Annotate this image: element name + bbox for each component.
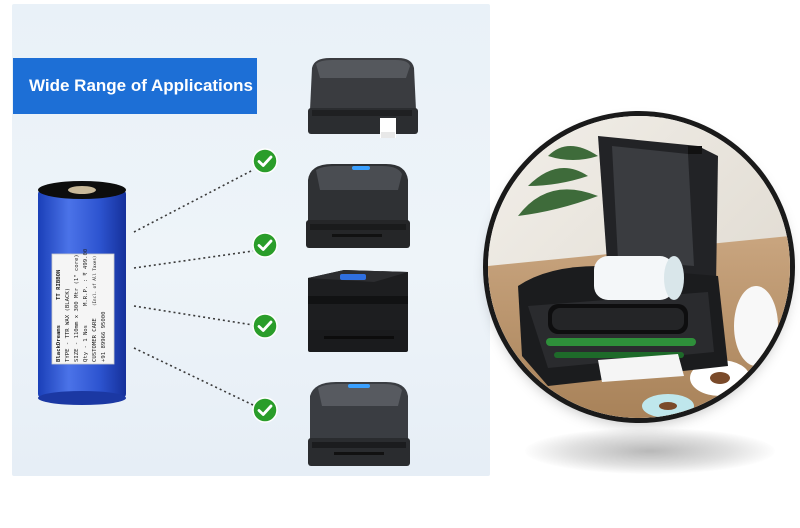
check-circle-icon — [252, 232, 278, 258]
ribbon-size: SIZE - 110mm x 300 Mtr (1" core) — [74, 254, 80, 362]
ribbon-type: TYPE - TTR WAX (BLACK) — [65, 288, 71, 362]
banner-title: Wide Range of Applications — [29, 76, 254, 95]
check-circle-icon — [252, 148, 278, 174]
ribbon-tax: (Incl. of All Taxes) — [92, 256, 97, 306]
check-circle-icon — [252, 313, 278, 339]
applications-banner: Wide Range of Applications — [13, 58, 257, 114]
label-printer-4 — [308, 382, 410, 466]
label-printer-1 — [308, 58, 418, 138]
ribbon-qty: Qty - 1 Nos — [83, 325, 89, 362]
ribbon-care: CUSTOMER CARE — [92, 318, 98, 362]
open-printer-illustration — [488, 116, 790, 418]
ribbon-roll: BlackDreams TT RIBBON TYPE - TTR WAX (BL… — [38, 181, 126, 405]
ribbon-mrp: M.R.P. : ₹ 499.00 — [82, 249, 89, 306]
label-printer-2 — [306, 164, 410, 248]
check-circle-icon — [252, 397, 278, 423]
circle-shadow — [525, 428, 775, 474]
ribbon-product: TT RIBBON — [56, 269, 62, 300]
open-printer-photo — [488, 116, 790, 418]
label-printer-3 — [308, 270, 408, 352]
ribbon-brand: BlackDreams — [56, 325, 62, 362]
ribbon-phone: +91 89966 95000 — [101, 311, 107, 362]
